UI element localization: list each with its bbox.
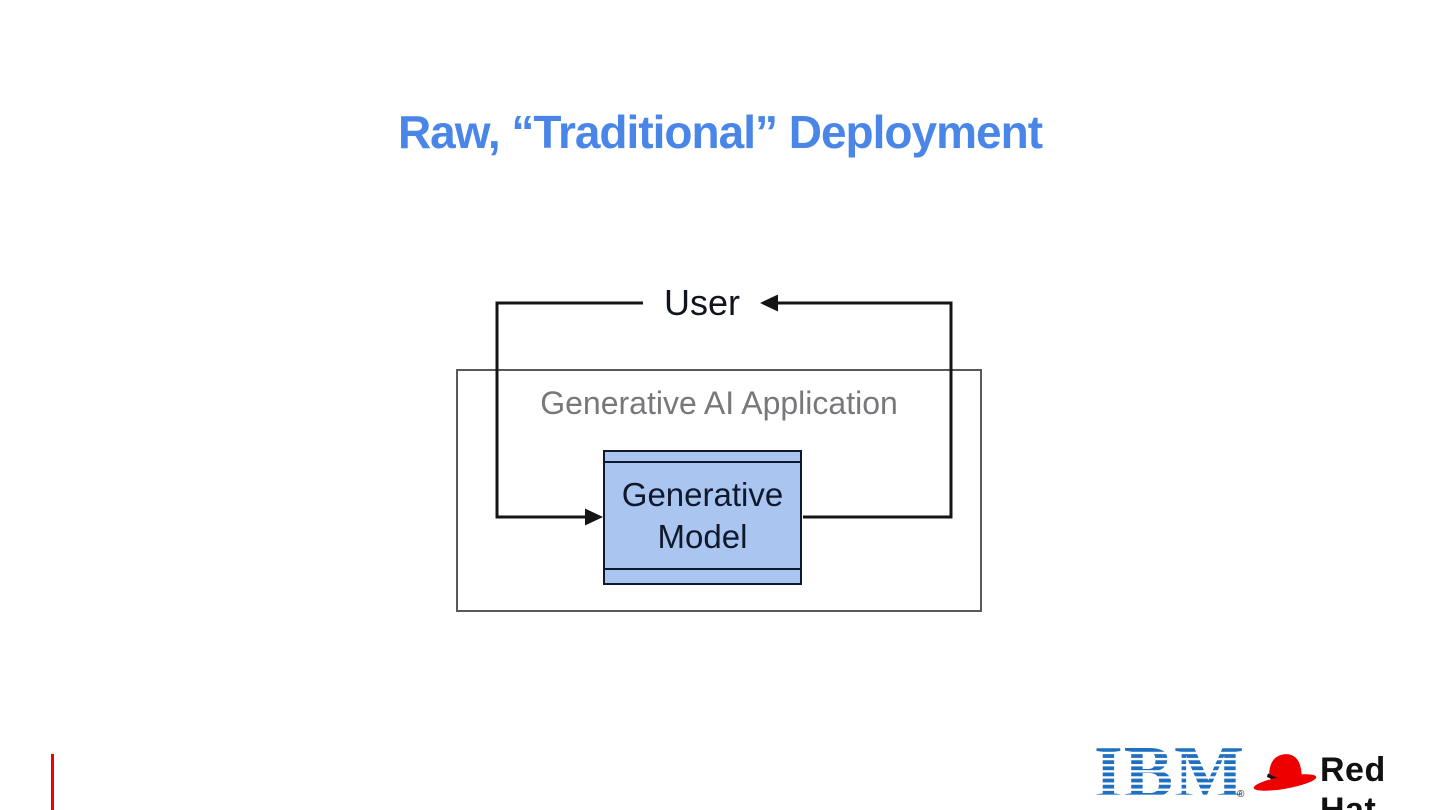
model-box-bottom-strip [605, 568, 800, 583]
ibm-registered-mark: ® [1237, 789, 1245, 800]
model-box-top-strip [605, 452, 800, 463]
model-box-label: Generative Model [605, 463, 800, 568]
ibm-logo-text: IBM [1094, 742, 1244, 804]
model-label-line1: Generative [621, 475, 784, 513]
model-label-line2: Model [657, 517, 748, 555]
user-label: User [663, 282, 741, 323]
red-accent-line [51, 754, 54, 810]
app-box-label: Generative AI Application [540, 385, 898, 421]
ibm-logo: IBM [1094, 742, 1244, 804]
fedora-crown-shape [1269, 754, 1302, 779]
fedora-brim-shape [1253, 774, 1317, 791]
redhat-logo-text: Red Hat [1320, 751, 1386, 810]
slide-title: Raw, “Traditional” Deployment [397, 106, 1043, 158]
arrowhead-into-user-icon [760, 294, 778, 312]
redhat-fedora-icon [1253, 754, 1317, 791]
generative-model-box: Generative Model [603, 450, 802, 585]
